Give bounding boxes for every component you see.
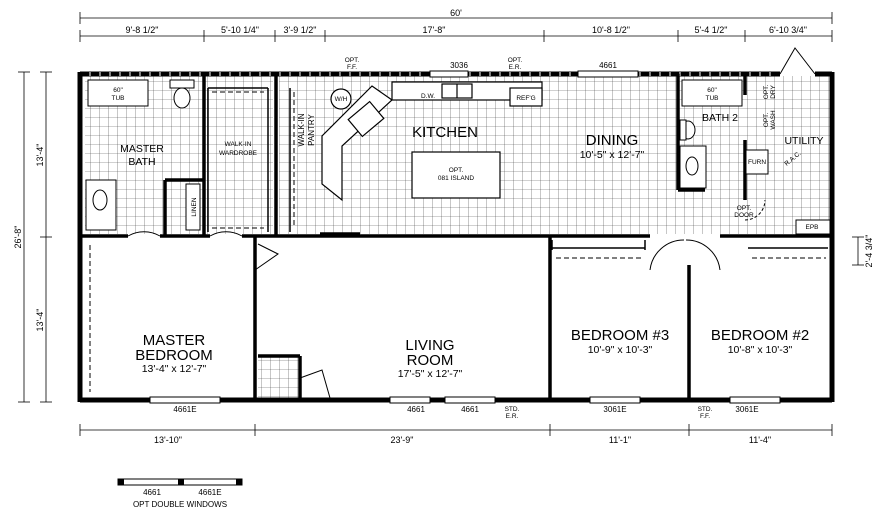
furnace-icon: [745, 149, 769, 175]
tub-master-label: 60"TUB: [112, 87, 125, 102]
island-label: OPT.081 ISLAND: [438, 167, 474, 182]
dim-top-4: 17'-8": [423, 25, 446, 35]
window-dining: 4661: [599, 61, 617, 70]
dim-top-6: 5'-4 1/2": [695, 25, 728, 35]
window-living-2: 4661: [461, 405, 479, 414]
window-kitchen-sink: 3036: [450, 61, 468, 70]
dim-overall-depth: 26'-8": [13, 226, 23, 249]
bedroom2-size: 10'-8" x 10'-3": [728, 344, 793, 356]
window-living-1: 4661: [407, 405, 425, 414]
bedroom2-label: BEDROOM #2: [711, 327, 809, 344]
walk-in-pantry-label: WALK-INPANTRY: [297, 113, 316, 146]
dim-top-1: 9'-8 1/2": [126, 25, 159, 35]
opt-er-top-label: OPT.E.R.: [508, 57, 523, 71]
dim-bottom-2: 23'-9": [391, 435, 414, 445]
water-heater-icon: [330, 88, 352, 110]
dim-bottom-4: 11'-4": [749, 435, 771, 445]
fixture-labels: 60"TUB 60"TUB LINEN W/H D.W. OPT.F.F. OP…: [112, 57, 819, 231]
bath2-sink-icon: [685, 156, 699, 176]
legend-right-label: 4661E: [198, 488, 221, 497]
legend-left-label: 4661: [143, 488, 161, 497]
window-bedroom3: 3061E: [603, 405, 626, 414]
legend-caption: OPT DOUBLE WINDOWS: [133, 500, 227, 509]
dim-right-offset: 2'-4 3/4": [864, 235, 874, 268]
dimension-labels: 60' 9'-8 1/2" 5'-10 1/4" 3'-9 1/2" 17'-8…: [13, 8, 874, 445]
epb-box: [795, 219, 831, 235]
closet-dashes: [89, 91, 826, 392]
opt-dry-label: OPT.DRY: [763, 85, 777, 100]
bath2-label: BATH 2: [702, 112, 738, 124]
window-bedroom2: 3061E: [735, 405, 758, 414]
linen-label: LINEN: [191, 197, 198, 216]
window-std-er: STD.E.R.: [505, 406, 520, 420]
living-room-size: 17'-5" x 12'-7": [398, 368, 463, 380]
dimension-lines: [18, 12, 864, 436]
window-std-ff: STD.F.F.: [698, 406, 713, 420]
kitchen-fixtures: [321, 81, 543, 202]
utility-label: UTILITY: [784, 135, 823, 147]
window-labels: 3036 4661 4661E 4661 4661 STD.E.R. 3061E…: [173, 61, 758, 420]
dim-left-lower: 13'-4": [35, 309, 45, 332]
master-bedroom-size: 13'-4" x 12'-7": [142, 363, 207, 375]
master-sink-icon: [92, 189, 108, 211]
water-heater-label: W/H: [335, 96, 348, 103]
refrigerator-label: REF'G: [516, 95, 535, 102]
window-master-bedroom: 4661E: [173, 405, 196, 414]
bedroom3-size: 10'-9" x 10'-3": [588, 344, 653, 356]
master-toilet-icon: [173, 87, 191, 109]
dim-bottom-3: 11'-1": [609, 435, 631, 445]
range-icon: [347, 100, 385, 138]
linen-closet: [185, 183, 201, 231]
opt-ff-label: OPT.F.F.: [345, 57, 360, 71]
fridge-icon: [509, 87, 543, 107]
dim-left-upper: 13'-4": [35, 144, 45, 167]
dim-top-3: 3'-9 1/2": [284, 25, 317, 35]
dining-label: DINING: [586, 132, 639, 149]
kitchen-label: KITCHEN: [412, 124, 478, 141]
furnace-label: FURN: [748, 159, 766, 166]
window-openings: [149, 70, 781, 404]
doors: [127, 47, 816, 399]
interior-walls: [80, 74, 832, 400]
window-legend: 4661 4661E OPT DOUBLE WINDOWS: [117, 478, 243, 509]
master-bath-fixtures: [85, 79, 201, 231]
dishwasher-label: D.W.: [421, 93, 435, 100]
opt-wash-label: OPT.WASH: [763, 110, 777, 130]
dim-top-5: 10'-8 1/2": [592, 25, 630, 35]
master-tub-icon: [87, 79, 149, 107]
dim-top-2: 5'-10 1/4": [221, 25, 259, 35]
thin-walls: [207, 87, 828, 250]
dim-bottom-1: 13'-10": [154, 435, 182, 445]
bath2-fixtures: [679, 79, 831, 235]
dim-overall-width: 60': [450, 8, 462, 18]
opt-door-label: OPT.DOOR: [734, 205, 754, 219]
wall-ticks: [89, 72, 771, 76]
bath2-tub-icon: [681, 79, 743, 107]
bedroom3-label: BEDROOM #3: [571, 327, 669, 344]
dining-size: 10'-5" x 12'-7": [580, 149, 645, 161]
dim-top-7: 6'-10 3/4": [769, 25, 807, 35]
tub-bath2-label: 60"TUB: [706, 87, 719, 102]
epb-label: EPB: [805, 224, 818, 231]
island-icon: [411, 151, 501, 199]
